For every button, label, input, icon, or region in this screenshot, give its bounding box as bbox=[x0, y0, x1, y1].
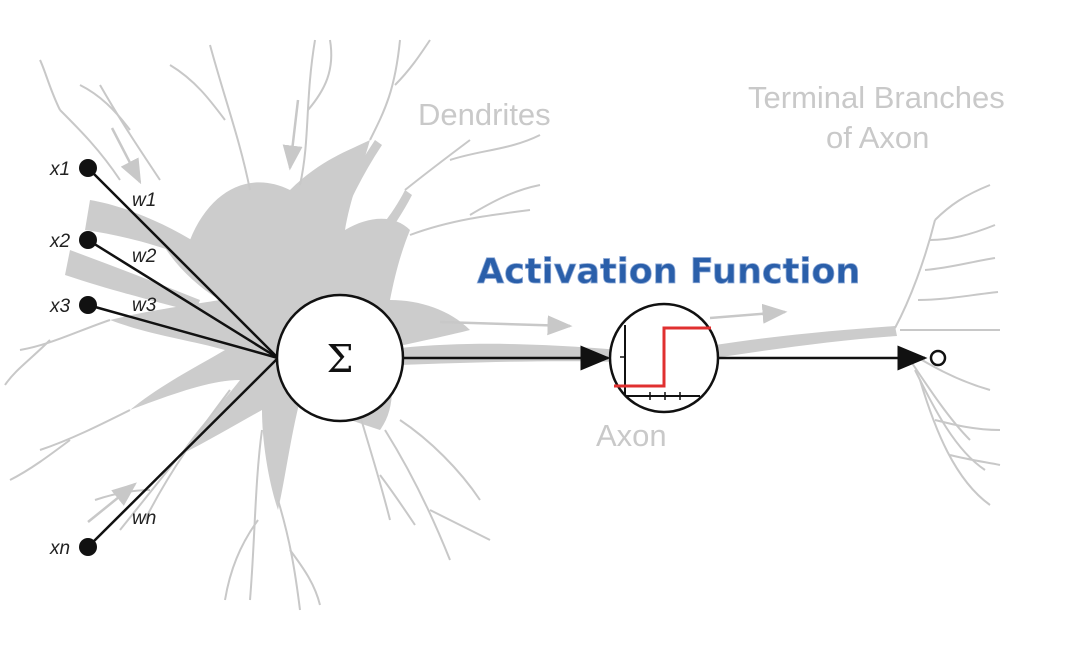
output-node bbox=[929, 349, 947, 367]
weight-label-w1: w1 bbox=[132, 190, 156, 211]
weight-label-w3: w3 bbox=[132, 295, 157, 316]
axon-label: Axon bbox=[596, 418, 667, 453]
input-label-x3: x3 bbox=[49, 296, 71, 317]
input-node-x3 bbox=[79, 296, 97, 314]
input-node-x2 bbox=[79, 231, 97, 249]
terminal-branches-label-line1: Terminal Branches bbox=[748, 80, 1005, 115]
dendrites-label: Dendrites bbox=[418, 97, 551, 132]
terminal-branches bbox=[894, 184, 1001, 506]
weight-label-w2: w2 bbox=[132, 246, 157, 267]
activation-function-title: Activation Function bbox=[477, 252, 860, 292]
dendrite-branches bbox=[4, 39, 541, 611]
input-label-x2: x2 bbox=[49, 231, 71, 252]
sigma-symbol: Σ bbox=[327, 337, 354, 381]
input-label-x1: x1 bbox=[49, 159, 70, 180]
weight-label-wn: wn bbox=[132, 508, 156, 529]
input-label-xn: xn bbox=[49, 538, 70, 559]
input-node-x1 bbox=[79, 159, 97, 177]
input-connections bbox=[87, 167, 279, 548]
neuron-silhouette bbox=[65, 140, 897, 510]
terminal-branches-label-line2: of Axon bbox=[826, 120, 929, 155]
step-function-curve bbox=[614, 326, 711, 388]
activation-node bbox=[608, 302, 720, 414]
input-node-xn bbox=[79, 538, 97, 556]
signal-flow-arrows bbox=[87, 99, 788, 523]
